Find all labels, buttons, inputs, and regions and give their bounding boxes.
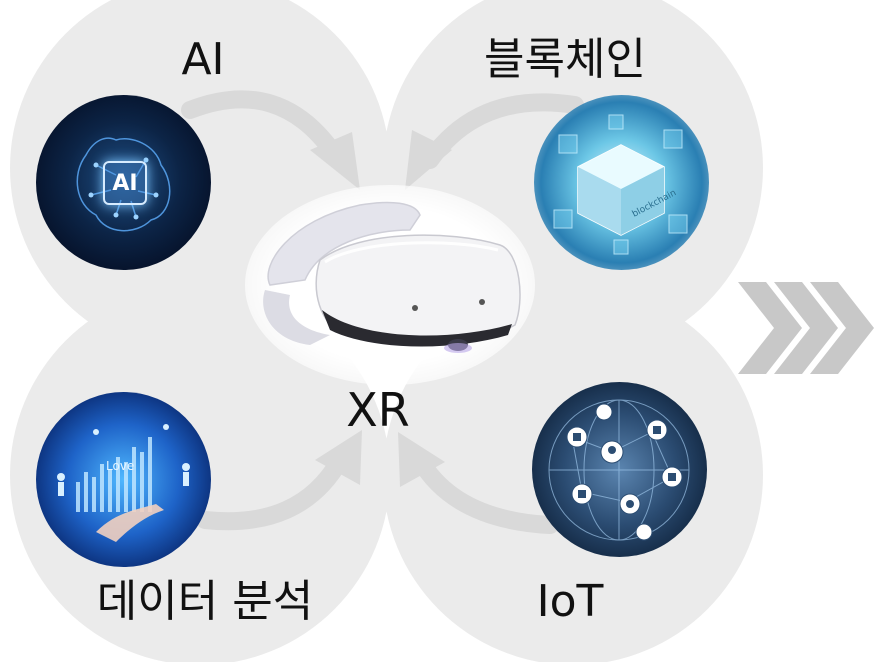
arrowhead-blockchain: [405, 130, 452, 190]
xr-label: XR: [346, 383, 410, 437]
arrow-iot-to-xr: [411, 451, 559, 534]
blockchain-cube-image: blockchain: [534, 95, 709, 270]
blockchain-label: 블록체인: [484, 34, 646, 85]
xr-headset-icon: [263, 201, 521, 353]
ai-chip-icon: AI: [103, 161, 147, 205]
iot-globe-image: [532, 382, 707, 557]
arrowhead-ai: [310, 132, 360, 190]
arrow-ai-to-xr: [181, 90, 344, 164]
data-analysis-image: Love: [36, 392, 211, 567]
arrowhead-data: [315, 430, 362, 485]
arrow-blockchain-to-xr: [421, 93, 584, 169]
data-analysis-label: 데이터 분석: [96, 576, 314, 627]
arrow-data-to-xr: [196, 451, 349, 531]
next-chevrons-icon: [738, 282, 874, 374]
ai-label: AI: [181, 34, 225, 85]
iot-label: IoT: [536, 576, 604, 627]
arrowhead-iot: [398, 432, 445, 487]
ai-brain-image: AI: [36, 95, 211, 270]
data-image-text: Love: [106, 459, 134, 473]
